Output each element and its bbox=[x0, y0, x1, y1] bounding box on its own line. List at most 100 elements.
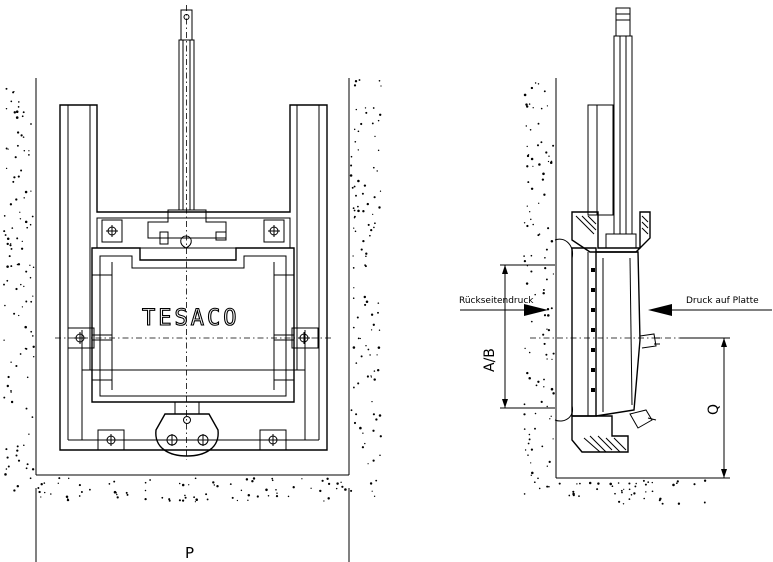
concrete-speckle bbox=[537, 83, 540, 85]
concrete-speckle bbox=[352, 326, 355, 329]
concrete-speckle bbox=[24, 220, 28, 224]
concrete-speckle bbox=[377, 346, 381, 349]
concrete-speckle bbox=[552, 273, 555, 275]
concrete-speckle bbox=[353, 287, 355, 289]
concrete-speckle bbox=[216, 485, 219, 488]
concrete-speckle bbox=[703, 501, 706, 504]
concrete-speckle bbox=[6, 237, 10, 240]
concrete-speckle bbox=[10, 361, 12, 363]
concrete-speckle bbox=[538, 202, 540, 204]
concrete-speckle bbox=[527, 454, 529, 456]
concrete-speckle bbox=[12, 180, 15, 183]
plate-stud bbox=[591, 328, 595, 332]
concrete-speckle bbox=[528, 433, 531, 436]
concrete-speckle bbox=[550, 415, 552, 417]
plate-stud bbox=[591, 288, 595, 292]
concrete-speckle bbox=[661, 502, 664, 505]
concrete-speckle bbox=[530, 157, 534, 161]
concrete-speckle bbox=[546, 307, 550, 311]
concrete-speckle bbox=[547, 227, 550, 230]
concrete-speckle bbox=[24, 347, 27, 350]
concrete-speckle bbox=[6, 265, 9, 268]
concrete-speckle bbox=[542, 172, 545, 176]
concrete-speckle bbox=[530, 86, 534, 90]
concrete-speckle bbox=[362, 432, 364, 434]
concrete-speckle bbox=[30, 123, 32, 125]
concrete-speckle bbox=[537, 234, 540, 237]
concrete-speckle bbox=[536, 144, 540, 147]
concrete-speckle bbox=[195, 498, 198, 501]
concrete-speckle bbox=[528, 103, 531, 105]
concrete-speckle bbox=[11, 227, 14, 229]
concrete-speckle bbox=[247, 499, 249, 502]
concrete-speckle bbox=[365, 252, 368, 255]
concrete-speckle bbox=[355, 194, 357, 197]
concrete-speckle bbox=[3, 396, 6, 399]
concrete-speckle bbox=[523, 403, 526, 406]
concrete-speckle bbox=[17, 106, 20, 108]
concrete-speckle bbox=[17, 175, 20, 178]
dimension-ab: A/B bbox=[482, 264, 555, 409]
concrete-speckle bbox=[546, 328, 548, 330]
section-concrete-floor bbox=[558, 479, 707, 505]
concrete-speckle bbox=[647, 481, 650, 483]
concrete-speckle bbox=[528, 438, 531, 441]
concrete-speckle bbox=[548, 155, 550, 157]
dimension-q: Q bbox=[680, 337, 730, 479]
section-gate-plate bbox=[554, 238, 641, 422]
concrete-speckle bbox=[357, 130, 360, 133]
concrete-speckle bbox=[530, 218, 532, 221]
concrete-speckle bbox=[341, 485, 344, 488]
concrete-speckle bbox=[651, 490, 654, 493]
concrete-speckle bbox=[292, 486, 295, 489]
concrete-speckle bbox=[622, 503, 625, 505]
concrete-speckle bbox=[353, 421, 357, 425]
concrete-speckle bbox=[26, 226, 29, 229]
concrete-speckle bbox=[40, 483, 43, 486]
concrete-speckle bbox=[193, 496, 195, 499]
concrete-speckle bbox=[29, 264, 31, 266]
concrete-speckle bbox=[336, 482, 339, 485]
concrete-wall-right bbox=[349, 79, 382, 497]
concrete-speckle bbox=[633, 493, 636, 495]
concrete-speckle bbox=[353, 215, 356, 218]
concrete-speckle bbox=[529, 211, 531, 213]
concrete-speckle bbox=[5, 167, 8, 170]
concrete-speckle bbox=[558, 482, 561, 485]
concrete-speckle bbox=[371, 490, 373, 492]
concrete-speckle bbox=[530, 270, 533, 273]
concrete-speckle bbox=[523, 413, 526, 416]
concrete-speckle bbox=[528, 376, 531, 380]
concrete-speckle bbox=[31, 416, 34, 418]
concrete-speckle bbox=[372, 166, 375, 169]
dimension-q-label: Q bbox=[706, 404, 722, 415]
concrete-speckle bbox=[13, 90, 15, 93]
concrete-speckle bbox=[545, 248, 548, 251]
concrete-speckle bbox=[14, 156, 17, 159]
concrete-speckle bbox=[523, 93, 527, 97]
concrete-speckle bbox=[620, 489, 623, 492]
concrete-speckle bbox=[373, 226, 375, 229]
front-view: TESACO P bbox=[3, 5, 382, 562]
concrete-speckle bbox=[542, 288, 545, 291]
concrete-speckle bbox=[549, 418, 551, 420]
concrete-speckle bbox=[19, 218, 22, 220]
concrete-speckle bbox=[373, 495, 376, 497]
concrete-speckle bbox=[5, 87, 8, 90]
plate-stud bbox=[591, 308, 595, 312]
concrete-speckle bbox=[28, 433, 30, 435]
concrete-speckle bbox=[9, 244, 12, 247]
concrete-speckle bbox=[371, 122, 374, 125]
concrete-speckle bbox=[10, 100, 13, 103]
concrete-speckle bbox=[372, 459, 375, 462]
concrete-speckle bbox=[376, 354, 378, 356]
concrete-speckle bbox=[375, 479, 378, 482]
concrete-speckle bbox=[545, 278, 548, 281]
concrete-speckle bbox=[550, 160, 553, 163]
concrete-speckle bbox=[7, 148, 9, 150]
concrete-speckle bbox=[547, 314, 550, 317]
concrete-speckle bbox=[531, 471, 534, 475]
concrete-speckle bbox=[630, 494, 633, 496]
concrete-speckle bbox=[360, 248, 363, 251]
concrete-speckle bbox=[548, 460, 551, 464]
